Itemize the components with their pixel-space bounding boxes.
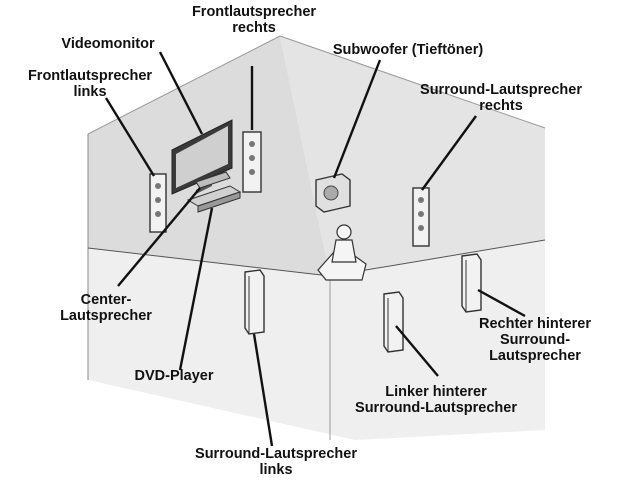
surround-right-speaker-icon bbox=[412, 187, 430, 247]
listener-icon bbox=[317, 224, 367, 281]
label-surround-right: Surround-Lautsprecher rechts bbox=[420, 82, 582, 114]
room-floor bbox=[88, 240, 545, 440]
label-surround-left: Surround-Lautsprecher links bbox=[195, 446, 357, 478]
rear-right-speaker-icon bbox=[461, 253, 482, 313]
label-video-monitor: Videomonitor bbox=[61, 36, 155, 52]
leader-subwoofer bbox=[332, 59, 382, 179]
leader-surround-left bbox=[252, 333, 274, 447]
room-top-edge bbox=[87, 35, 281, 135]
leader-rear-left bbox=[395, 325, 439, 377]
center-speaker-icon bbox=[195, 171, 231, 189]
surround-left-speaker-icon bbox=[244, 269, 265, 335]
room-top-edge-right bbox=[279, 35, 546, 129]
label-rear-left: Linker hinterer Surround-Lautsprecher bbox=[355, 384, 517, 416]
back-right-wall bbox=[280, 36, 545, 276]
leader-video-monitor bbox=[158, 51, 204, 135]
rear-left-speaker-icon bbox=[383, 291, 404, 353]
leader-center bbox=[117, 187, 201, 287]
dvd-player-icon bbox=[186, 185, 242, 213]
label-subwoofer: Subwoofer (Tieftöner) bbox=[332, 42, 484, 58]
label-front-left: Frontlautsprecher links bbox=[27, 68, 153, 100]
leader-rear-right bbox=[477, 288, 526, 318]
label-dvd-player: DVD-Player bbox=[134, 368, 214, 384]
label-center: Center- Lautsprecher bbox=[60, 292, 152, 324]
front-left-speaker-icon bbox=[149, 173, 167, 233]
leader-dvd-player bbox=[178, 207, 214, 371]
label-front-right: Frontlautsprecher rechts bbox=[191, 4, 317, 36]
leader-surround-right bbox=[421, 115, 477, 191]
leader-front-left bbox=[104, 97, 156, 177]
front-right-speaker-icon bbox=[242, 131, 262, 193]
leader-lines bbox=[104, 51, 526, 447]
subwoofer-icon bbox=[315, 173, 351, 213]
label-rear-right: Rechter hinterer Surround- Lautsprecher bbox=[478, 316, 591, 364]
